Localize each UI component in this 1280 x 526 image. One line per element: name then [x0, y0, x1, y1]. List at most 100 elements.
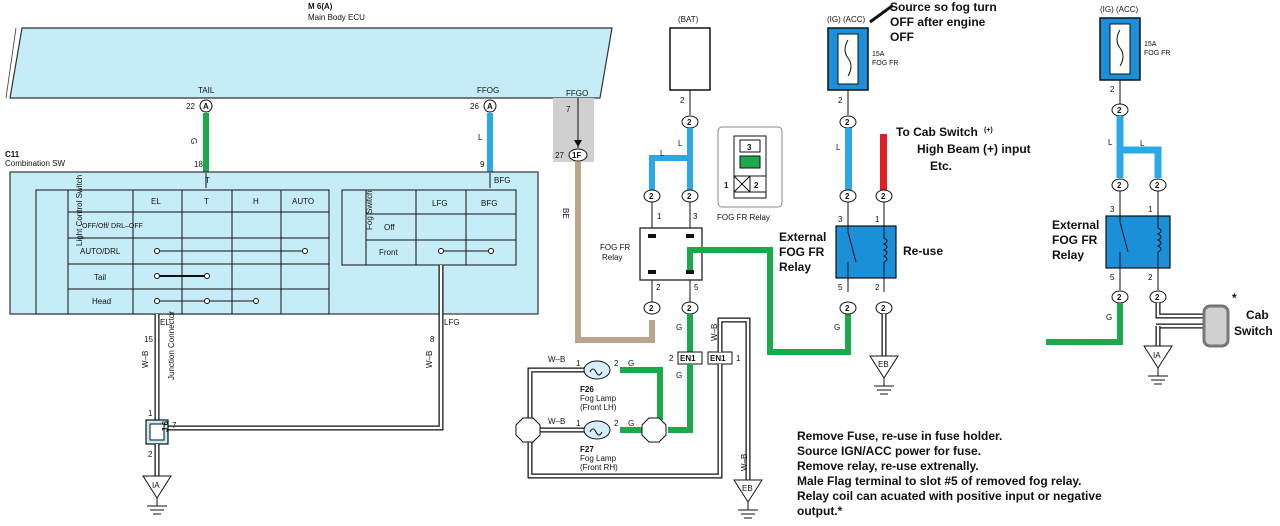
ecu-code: M 6(A): [308, 2, 333, 11]
svg-text:2: 2: [881, 192, 886, 201]
wire-wb-4: W–B: [740, 454, 749, 471]
ext-relay-pin-1: 1: [875, 215, 880, 224]
wire-green-right: [1046, 303, 1123, 345]
lamp-rh-code: F27: [580, 445, 594, 454]
fog-row-off: Off: [384, 223, 395, 232]
bat-pin-2: 2: [680, 96, 685, 105]
ground-ia-left: IA: [142, 475, 172, 515]
connector-a-26: [483, 99, 497, 113]
row-tail: Tail: [94, 273, 106, 282]
reuse-label: Re-use: [903, 244, 943, 258]
note-cab-plus: (+): [984, 127, 993, 134]
fuse-name-2: FOG FR: [1144, 50, 1170, 57]
pin-18: 18: [194, 160, 203, 169]
relay-pin-1: 1: [657, 212, 662, 221]
cab-switch-1: Cab: [1246, 308, 1269, 322]
svg-text:1: 1: [576, 419, 581, 428]
svg-text:2: 2: [845, 304, 850, 313]
pinout-1: 1: [724, 181, 729, 190]
lamp-lh-code: F26: [580, 385, 594, 394]
col-bfg: BFG: [481, 199, 497, 208]
fog-fr-relay-name-1: FOG FR: [600, 243, 630, 252]
col-h: H: [253, 197, 259, 206]
lamp-rh-name: Fog Lamp: [580, 454, 617, 463]
ext-relay-pin-3: 3: [838, 215, 843, 224]
external-relay-center: [835, 225, 897, 279]
row-head: Head: [92, 297, 111, 306]
ecu-pin-tail: TAIL: [198, 86, 215, 95]
svg-text:2: 2: [838, 96, 843, 105]
ground-eb-center: EB: [733, 479, 763, 519]
junction-pin-1: 1: [148, 409, 153, 418]
lamp-rh-side: (Front RH): [580, 463, 618, 472]
wire-label-l-3: L: [660, 149, 665, 158]
ecu-pin-ffog: FFOG: [477, 86, 499, 95]
term-lfg: LFG: [444, 318, 460, 327]
ext-label-1: External: [779, 230, 826, 244]
svg-text:2: 2: [1110, 85, 1115, 94]
pin-9: 9: [480, 160, 485, 169]
svg-text:1: 1: [576, 359, 581, 368]
wire-wb-3: W–B: [710, 324, 719, 341]
note-line-1: Remove Fuse, re-use in fuse holder.: [797, 429, 1002, 443]
wire-wb-1: W–B: [141, 351, 150, 368]
junction-pin-7: 7: [172, 421, 177, 430]
fog-switch-label: Fog Switch: [365, 190, 374, 230]
fog-lamp-lh: F26 Fog Lamp (Front LH) 2 1: [576, 359, 619, 412]
external-relay-right: [1105, 215, 1171, 269]
connector-a-22: [199, 99, 213, 113]
wire-cab-red: [880, 134, 887, 190]
note-source-2: OFF after engine: [890, 15, 986, 29]
fog-fr-relay-pinout: 3 1 2 FOG FR Relay: [717, 126, 783, 222]
pin-8: 8: [430, 335, 435, 344]
wire-label-g-3: G: [676, 371, 682, 380]
wire-wb-6: W–B: [548, 417, 565, 426]
ext-label-r1: External: [1052, 218, 1099, 232]
pin-27: 27: [555, 151, 564, 160]
term-el: EL: [160, 318, 170, 327]
conn-1f-label: 1F: [572, 151, 581, 160]
ext-relay-pin-2: 2: [875, 283, 880, 292]
wire-fuse-blue-right: [1120, 146, 1162, 178]
svg-text:2: 2: [1117, 293, 1122, 302]
term-bfg: BFG: [494, 176, 510, 185]
ground-ia-label-1: IA: [152, 481, 160, 490]
wire-label-g-6: G: [834, 323, 840, 332]
en1-label-1: EN1: [680, 354, 696, 363]
instruction-notes: Remove Fuse, re-use in fuse holder. Sour…: [797, 429, 1102, 518]
cab-star: *: [1232, 291, 1237, 305]
bat-label: (BAT): [678, 15, 699, 24]
lamp-lh-name: Fog Lamp: [580, 394, 617, 403]
fuse-name-1: FOG FR: [872, 60, 898, 67]
junction-pin-2: 2: [148, 450, 153, 459]
pin-7-ffgo: 7: [566, 105, 571, 114]
note-line-6: output.*: [797, 504, 843, 518]
wire-label-l-6: L: [1140, 139, 1145, 148]
wire-wb-5: W–B: [548, 355, 565, 364]
svg-text:2: 2: [845, 118, 850, 127]
ext-label-r3: Relay: [1052, 248, 1084, 262]
fuse-rating-2: 15A: [1144, 41, 1157, 48]
wire-tail-green: [203, 113, 209, 173]
svg-text:2: 2: [1155, 181, 1160, 190]
svg-text:3: 3: [1110, 205, 1115, 214]
note-source-3: OFF: [890, 30, 914, 44]
ground-eb-label-2: EB: [878, 360, 889, 369]
pinout-3: 3: [747, 143, 752, 152]
row-auto: AUTO/DRL: [80, 247, 121, 256]
ground-ia-label-2: IA: [1153, 351, 1161, 360]
svg-text:1: 1: [1148, 205, 1153, 214]
wire-label-g-7: G: [1106, 313, 1112, 322]
light-control-table: Light Control Switch EL T H AUTO OFF/Off…: [35, 175, 330, 315]
wire-fuse-blue-center: [845, 128, 852, 190]
lamp-octagon-connector-left: [515, 417, 541, 443]
wire-label-l-4: L: [836, 143, 841, 152]
en1-label-2: EN1: [710, 354, 726, 363]
lamp-octagon-connector-right: [641, 417, 667, 443]
ground-eb-label-1: EB: [742, 484, 753, 493]
ecu-name: Main Body ECU: [308, 13, 365, 22]
svg-text:2: 2: [1117, 181, 1122, 190]
col-lfg: LFG: [432, 199, 448, 208]
svg-text:2: 2: [845, 192, 850, 201]
svg-text:2: 2: [656, 283, 661, 292]
